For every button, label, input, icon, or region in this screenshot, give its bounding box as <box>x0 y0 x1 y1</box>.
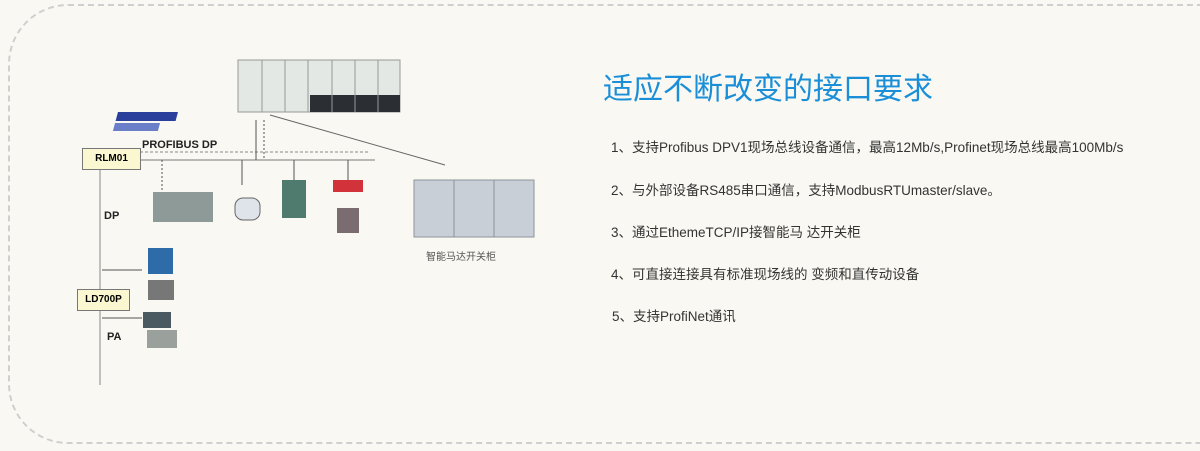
cabinet-caption: 智能马达开关柜 <box>426 252 496 263</box>
flowmeter-image <box>234 197 261 221</box>
ld700p-box: LD700P <box>77 289 130 311</box>
feature-item: 1、支持Profibus DPV1现场总线设备通信，最高12Mb/s,Profi… <box>611 140 1124 155</box>
valve-actuator-image <box>333 180 363 192</box>
plc-rack-image <box>237 59 401 113</box>
transmitter-image <box>282 180 306 218</box>
rlm01-box: RLM01 <box>82 148 141 170</box>
dashed-frame <box>8 4 1200 444</box>
pa-label: PA <box>107 331 122 343</box>
feature-item: 5、支持ProfiNet通讯 <box>612 309 736 324</box>
section-title: 适应不断改变的接口要求 <box>603 73 933 106</box>
feature-item: 3、通过EthemeTCP/IP接智能马 达开关柜 <box>611 225 861 240</box>
pa-device-image <box>143 312 171 328</box>
profibus-dp-label: PROFIBUS DP <box>142 139 218 151</box>
feature-item: 4、可直接连接具有标准现场线的 变频和直传动设备 <box>611 267 920 282</box>
motor-cabinet-image <box>413 179 535 238</box>
io-module-image <box>153 192 213 222</box>
dp-label: DP <box>104 210 120 222</box>
feature-item: 2、与外部设备RS485串口通信，支持ModbusRTUmaster/slave… <box>611 183 1001 198</box>
profibus-logo <box>112 112 178 131</box>
electric-actuator-image <box>148 248 173 274</box>
network-diagram <box>99 59 535 385</box>
